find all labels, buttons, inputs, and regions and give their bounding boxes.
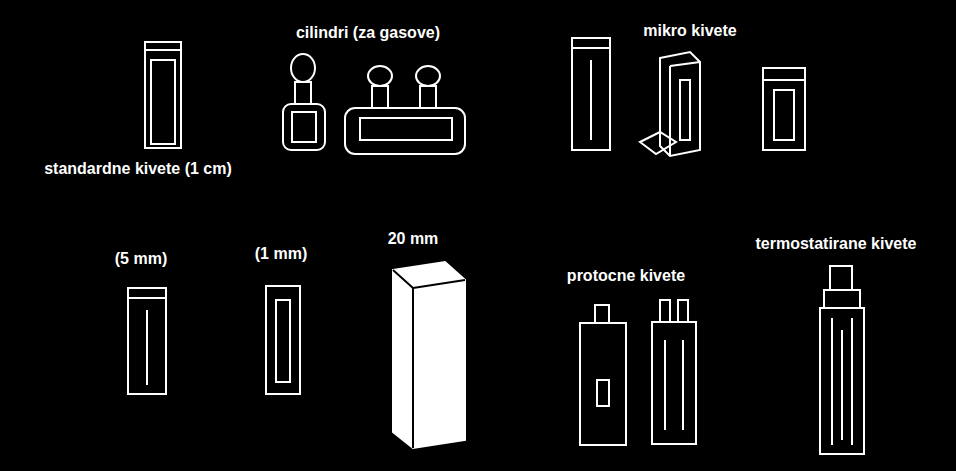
cuvette-label: (1 mm) — [255, 244, 307, 263]
micro-cuvette — [572, 38, 610, 150]
cuvette-label: termostatirane kivete — [756, 234, 917, 253]
cuvette-5mm — [128, 288, 166, 394]
cuvette-label: 20 mm — [388, 229, 439, 248]
cuvette-1mm — [266, 286, 300, 394]
thermostated-cuvette — [820, 266, 864, 454]
cuvette-label: standardne kivete (1 cm) — [44, 159, 232, 178]
cuvette-label: (5 mm) — [115, 249, 167, 268]
micro-cuvette-open — [640, 52, 700, 156]
cuvette-label: protocne kivete — [567, 266, 685, 285]
standard-cuvette — [145, 42, 181, 148]
cuvette-label: cilindri (za gasove) — [296, 23, 440, 42]
cuvette-label: mikro kivete — [643, 21, 736, 40]
gas-cylinder-long — [345, 66, 465, 154]
micro-cuvette-small — [763, 68, 805, 150]
flow-cuvette — [580, 305, 626, 445]
flow-cuvette-2 — [652, 300, 696, 444]
cuvette-20mm — [393, 262, 465, 448]
gas-cylinder-small — [283, 54, 325, 150]
